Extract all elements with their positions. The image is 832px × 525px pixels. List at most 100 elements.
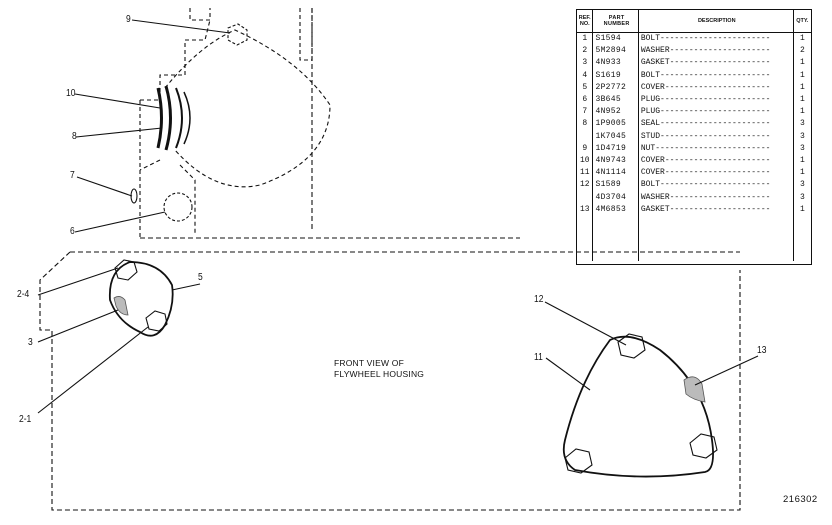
table-header-row: REF. NO. PART NUMBER DESCRIPTION QTY.	[577, 10, 811, 33]
bolt-2-4-head	[114, 259, 138, 281]
row-description: COVER----------------------	[638, 81, 794, 94]
callout-11: 11	[534, 352, 543, 363]
row-description: COVER----------------------	[638, 154, 794, 168]
row-ref-no: 11	[577, 167, 594, 180]
row-part-number: 4N9743	[592, 154, 639, 168]
gasket-3	[113, 296, 129, 316]
row-ref-no: 13	[577, 203, 594, 216]
cover-5	[108, 261, 174, 337]
row-qty: 3	[799, 143, 805, 153]
row-part-number: 1K7045	[592, 130, 639, 143]
row-part-number: 4M6853	[592, 203, 639, 216]
row-part-number: S1619	[592, 69, 639, 82]
row-part-number: 4D3704	[592, 191, 639, 204]
row-description: WASHER---------------------	[638, 191, 794, 204]
callout-9: 9	[126, 14, 131, 25]
row-ref-no	[577, 191, 594, 204]
row-part-number: 2P2772	[592, 81, 639, 94]
row-description: STUD-----------------------	[638, 130, 794, 143]
caption-line-2: FLYWHEEL HOUSING	[334, 369, 425, 379]
row-qty: 3	[799, 192, 805, 202]
row-description: PLUG-----------------------	[638, 106, 794, 119]
row-ref-no: 5	[577, 81, 594, 94]
row-description: BOLT-----------------------	[638, 32, 794, 46]
row-part-number: 5M2894	[592, 45, 639, 58]
row-qty: 1	[799, 58, 805, 68]
row-qty: 1	[799, 168, 805, 178]
upper-housing-outline	[189, 8, 313, 61]
row-ref-no: 12	[577, 179, 594, 192]
row-description: BOLT-----------------------	[638, 179, 794, 192]
figure-number: 216302	[783, 494, 818, 505]
row-part-number: 3B645	[592, 93, 639, 107]
header-description: DESCRIPTION	[638, 10, 794, 33]
row-ref-no: 2	[577, 45, 594, 58]
gasket-13	[683, 376, 706, 403]
callout-2-4: 2-4	[17, 289, 30, 300]
row-description: SEAL-----------------------	[638, 118, 794, 131]
callout-2-1: 2-1	[19, 414, 32, 425]
bolt-12-top	[617, 333, 646, 359]
row-description: COVER----------------------	[638, 167, 794, 180]
row-description: GASKET---------------------	[638, 57, 794, 70]
table-filler-row	[577, 215, 811, 261]
seal-stack	[156, 87, 163, 149]
row-part-number: 4N933	[592, 57, 639, 70]
row-qty: 1	[799, 34, 805, 44]
row-ref-no: 6	[577, 93, 594, 107]
row-qty: 1	[799, 70, 805, 80]
row-ref-no: 7	[577, 106, 594, 119]
row-qty: 2	[799, 46, 805, 56]
bolt-2-1-head	[145, 310, 168, 332]
callout-3: 3	[28, 337, 33, 348]
row-qty: 1	[799, 155, 805, 165]
row-ref-no: 4	[577, 69, 594, 82]
row-description: BOLT-----------------------	[638, 69, 794, 82]
row-part-number: 1D4719	[592, 142, 639, 155]
cover-11	[562, 335, 714, 478]
callout-13: 13	[757, 345, 767, 356]
header-qty: QTY.	[793, 10, 811, 33]
callout-8: 8	[72, 131, 77, 142]
header-ref-no: REF. NO.	[577, 10, 594, 33]
row-part-number: 4N1114	[592, 167, 639, 180]
lower-housing-outline	[39, 251, 741, 511]
row-part-number: S1594	[592, 32, 639, 46]
bolt-12-right	[689, 433, 718, 459]
row-qty: 3	[799, 119, 805, 129]
nut-9	[227, 23, 248, 46]
row-qty: 3	[799, 180, 805, 190]
callout-7: 7	[70, 170, 75, 181]
row-qty: 1	[799, 95, 805, 105]
row-qty: 1	[799, 107, 805, 117]
caption-line-1: FRONT VIEW OF	[334, 358, 404, 368]
row-description: NUT------------------------	[638, 142, 794, 155]
row-qty: 1	[799, 204, 805, 214]
callout-12: 12	[534, 294, 544, 305]
row-ref-no: 3	[577, 57, 594, 70]
row-ref-no	[577, 130, 594, 143]
row-description: GASKET---------------------	[638, 203, 794, 216]
bolt-12-left	[564, 448, 593, 474]
row-part-number: 4N952	[592, 106, 639, 119]
row-ref-no: 8	[577, 118, 594, 131]
row-qty: 3	[799, 131, 805, 141]
header-part-number: PART NUMBER	[592, 10, 639, 33]
row-ref-no: 9	[577, 142, 594, 155]
